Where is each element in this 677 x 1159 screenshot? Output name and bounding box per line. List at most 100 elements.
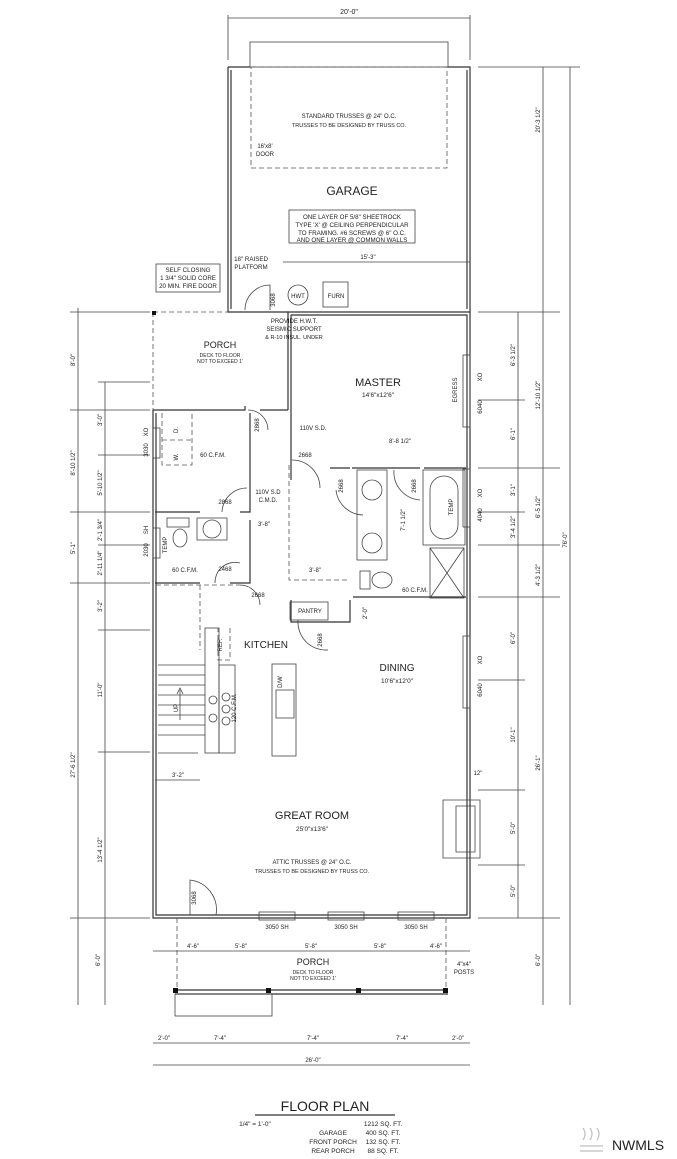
title-main-area-label: 1212 SQ. FT. — [364, 1121, 402, 1128]
interior-tub-temp-label: TEMP — [449, 499, 455, 516]
interior-smoke-cmd-2-label: C.M.D. — [259, 498, 278, 504]
master-hwt-2-label: SEISMIC SUPPORT — [266, 327, 322, 333]
master-dim-label: 8'-8 1/2" — [389, 439, 411, 445]
dimensions-left-inner-4-label: 3'-2" — [98, 600, 104, 612]
dimensions-right-total-label: 76'-0" — [563, 532, 569, 547]
kitchen-up-label: UP — [174, 704, 180, 712]
front-porch-posts-1-label: 4"x4" — [457, 962, 471, 968]
garage-furn-label: FURN — [328, 294, 345, 300]
great-room-size-label: 25'0"x13'6" — [296, 826, 329, 833]
interior-win-4040-label: 4040 — [478, 508, 484, 522]
dimensions-right-mid-4-label: 26'-1" — [536, 755, 542, 770]
interior-fan2-label: 60 C.F.M. — [172, 568, 198, 574]
dimensions-bottom-segments-0-label: 2'-0" — [158, 1036, 170, 1042]
master-hwt-1-label: PROVIDE H.W.T. — [271, 319, 318, 325]
interior-win-2030-type-label: SH — [144, 526, 150, 534]
title-rear-porch-area-label: 88 SQ. FT. — [367, 1148, 398, 1155]
master-egress-label: EGRESS — [453, 377, 459, 402]
garage-dim-width-label: 15'-3" — [360, 255, 375, 261]
interior-door-2668b-label: 2668 — [339, 479, 345, 493]
dimensions-left-outer-0-label: 8'-0" — [71, 354, 77, 366]
garage-name-label: GARAGE — [326, 184, 377, 198]
kitchen-dw-label: D/W — [278, 676, 284, 688]
garage-walls — [155, 15, 471, 313]
garage-sheetrock-3-label: TO FRAMING. #6 SCREWS @ 6" O.C. — [298, 230, 406, 237]
dimensions-left-inner-1-label: 5'-10 1/2" — [98, 470, 104, 495]
interior-door-2668e-label: 2668 — [318, 633, 324, 647]
dimension-lines — [70, 66, 580, 1005]
title-heading-label: FLOOR PLAN — [281, 1098, 370, 1114]
dimensions-right-mid-1-label: 12'-10 1/2" — [536, 381, 542, 410]
title-front-porch-area-label: 132 SQ. FT. — [366, 1139, 401, 1146]
front-porch — [153, 918, 470, 1066]
garage-fire-door-3-label: 20 MIN. FIRE DOOR — [159, 283, 217, 290]
interior-win-3030-label: 3030 — [144, 443, 150, 457]
garage-truss-note-label: STANDARD TRUSSES @ 24" O.C. — [302, 114, 397, 120]
interior-laundry-d-label: D. — [174, 427, 180, 433]
master-hwt-3-label: & R-10 INSUL. UNDER — [265, 335, 322, 341]
title-rear-porch-label-label: REAR PORCH — [311, 1148, 355, 1155]
dimensions-right-inner-7-label: 5'-0" — [511, 885, 517, 897]
garage-truss-note2-label: TRUSSES TO BE DESIGNED BY TRUSS CO. — [292, 123, 407, 129]
dimensions-bottom-segments-2-label: 7'-4" — [307, 1036, 319, 1042]
master-smoke-label: 110V S.D. — [300, 426, 327, 432]
dimensions-bottom-segments-4-label: 2'-0" — [452, 1036, 464, 1042]
master-window-label: 6040 — [478, 400, 484, 414]
front-porch-posts-2-label: POSTS — [454, 970, 474, 976]
dimensions-bottom-segments-1-label: 7'-4" — [214, 1036, 226, 1042]
interior-door-2668d-label: 2668 — [251, 593, 265, 599]
dimensions-right-mid-2-label: 6'-5 1/2" — [536, 496, 542, 518]
interior-bath-dim-label: 7'-1 1/2" — [401, 509, 407, 531]
interior-pantry-label: PANTRY — [298, 609, 322, 615]
interior-closet-dim-label: 3'-8" — [309, 568, 321, 574]
master-name-label: MASTER — [355, 377, 401, 389]
dimensions-right-inner-3-label: 3'-4 1/2" — [511, 516, 517, 538]
interior-fan3-label: 60 C.F.M. — [402, 588, 428, 594]
title-scale-label: 1/4" = 1'-0" — [239, 1121, 271, 1128]
interior-win-4040-type-label: XO — [478, 488, 484, 497]
dimensions-bottom-segments-3-label: 7'-4" — [396, 1036, 408, 1042]
dimensions-left-inner-5-label: 11'-0" — [98, 683, 104, 698]
garage-fire-door-2-label: 1 3/4" SOLID CORE — [160, 275, 216, 282]
front-porch-note1-label: DECK TO FLOOR — [293, 970, 334, 976]
dining-name-label: DINING — [380, 663, 415, 674]
kitchen-hood-label: 120 C.F.M. — [232, 693, 238, 722]
title-garage-area-label: 400 SQ. FT. — [366, 1130, 401, 1137]
interior-pantry-dim-label: 2'-0" — [363, 607, 369, 619]
garage-platform-1-label: 18" RAISED — [234, 256, 268, 263]
interior-laundry-w-label: W. — [174, 453, 180, 460]
house-walls — [152, 311, 481, 921]
front-porch-spacing-0-label: 4'-6" — [187, 944, 199, 950]
interior-bath-temp-label: TEMP — [163, 537, 169, 554]
dimensions-left-outer-1-label: 8'-10 1/2" — [71, 450, 77, 475]
rear-porch-name-label: PORCH — [204, 340, 237, 350]
dimensions-right-inner-5-label: 10'-1" — [511, 727, 517, 742]
great-room-windows-2-label: 3050 SH — [404, 925, 427, 931]
interior-hall-dim-label: 3'-8" — [258, 522, 270, 528]
dimensions-left-inner-3-label: 2'-11 1/4" — [98, 551, 104, 576]
dining-size-label: 10'6"x12'0" — [381, 678, 414, 685]
front-porch-note2-label: NOT TO EXCEED 1' — [290, 976, 336, 982]
interior-fan1-label: 60 C.F.M. — [200, 453, 226, 459]
rear-porch-note1-label: DECK TO FLOOR — [200, 353, 241, 359]
garage-door-size-label: 16'x8' — [257, 144, 272, 150]
title-front-porch-label-label: FRONT PORCH — [309, 1139, 357, 1146]
front-porch-spacing-3-label: 5'-8" — [374, 944, 386, 950]
nwmls-logo — [580, 1127, 603, 1152]
garage-fire-door-1-label: SELF CLOSING — [165, 267, 210, 274]
dimensions-left-inner-0-label: 3'-0" — [98, 414, 104, 426]
dimensions-left-outer-3-label: 27'-6 1/2" — [71, 752, 77, 777]
dimensions-bottom-total-label: 26'-0" — [305, 1058, 320, 1064]
nwmls-watermark: NWMLS — [612, 1137, 664, 1153]
great-room-entry-door-label: 3068 — [192, 891, 198, 905]
garage-sheetrock-1-label: ONE LAYER OF 5/8" SHEETROCK — [303, 214, 402, 221]
garage-door-label-label: DOOR — [256, 152, 275, 158]
great-room-truss-note2-label: TRUSSES TO BE DESIGNED BY TRUSS CO. — [255, 869, 370, 875]
kitchen-name-label: KITCHEN — [244, 640, 288, 651]
dimensions-top-label: 20'-0" — [340, 9, 358, 16]
title-garage-label-label: GARAGE — [319, 1130, 347, 1137]
garage-sheetrock-4-label: AND ONE LAYER @ COMMON WALLS — [297, 237, 408, 244]
front-porch-spacing-4-label: 4'-6" — [430, 944, 442, 950]
dining-fp-dim-label: 12" — [474, 771, 483, 777]
